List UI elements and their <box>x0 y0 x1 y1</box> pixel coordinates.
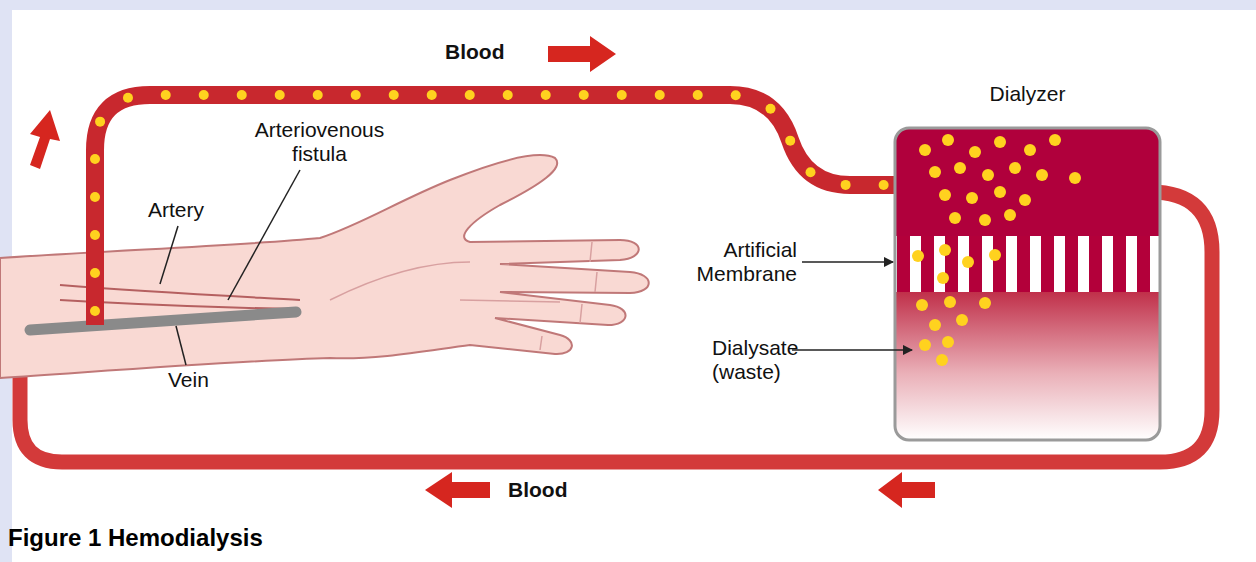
blood-cell <box>161 90 171 100</box>
blood-cell <box>766 104 776 114</box>
dialyzer-node: Dialyzer <box>895 128 1160 440</box>
vein <box>30 312 296 330</box>
blood-cell <box>655 90 665 100</box>
flow-arrow <box>548 36 616 72</box>
blood-cell <box>351 90 361 100</box>
blood-cell <box>95 117 105 127</box>
dialyzer-outline <box>895 128 1160 440</box>
part-label: Arteriovenous fistula <box>232 118 407 166</box>
blood-cell <box>806 167 816 177</box>
blood-cell <box>90 154 100 164</box>
blood-cell <box>237 90 247 100</box>
flow-arrow <box>878 472 935 508</box>
dialyzer-box <box>895 128 1160 440</box>
blood-cell <box>90 268 100 278</box>
blood-cell <box>503 90 513 100</box>
blood-cell <box>427 90 437 100</box>
blood-cell <box>879 180 889 190</box>
part-label: Artery <box>148 198 204 222</box>
blood-cells <box>90 90 889 316</box>
part-label: Dialysate (waste) <box>712 336 824 384</box>
blood-cell <box>90 192 100 202</box>
flow-label: Blood <box>445 40 504 64</box>
leader-line <box>176 326 186 365</box>
blood-cell <box>275 90 285 100</box>
blood-cell <box>579 90 589 100</box>
part-label: Artificial Membrane <box>682 238 797 286</box>
flow-label: Blood <box>508 478 567 502</box>
blood-cell <box>90 230 100 240</box>
blood-cell <box>841 180 851 190</box>
leader-line <box>228 170 300 300</box>
blood-tube <box>95 95 905 325</box>
blood-cell <box>123 93 133 103</box>
leader-line <box>160 226 178 284</box>
blood-cell <box>541 90 551 100</box>
blood-cell <box>90 306 100 316</box>
leader-line <box>802 261 893 263</box>
blood-cell <box>785 136 795 146</box>
part-label: Vein <box>168 368 209 392</box>
blood-cell <box>693 90 703 100</box>
blood-cell <box>617 90 627 100</box>
flow-arrow <box>30 110 60 169</box>
blood-cell <box>313 90 323 100</box>
component-label: Dialyzer <box>895 82 1160 106</box>
leader-line <box>792 349 912 351</box>
blood-cell <box>389 90 399 100</box>
palm-crease <box>330 242 597 350</box>
blood-cell <box>731 90 741 100</box>
blood-cell <box>199 90 209 100</box>
waste-particles <box>912 134 1081 366</box>
figure-caption: Figure 1 Hemodialysis <box>8 524 263 552</box>
flow-arrow <box>425 472 490 508</box>
blood-cell <box>465 90 475 100</box>
